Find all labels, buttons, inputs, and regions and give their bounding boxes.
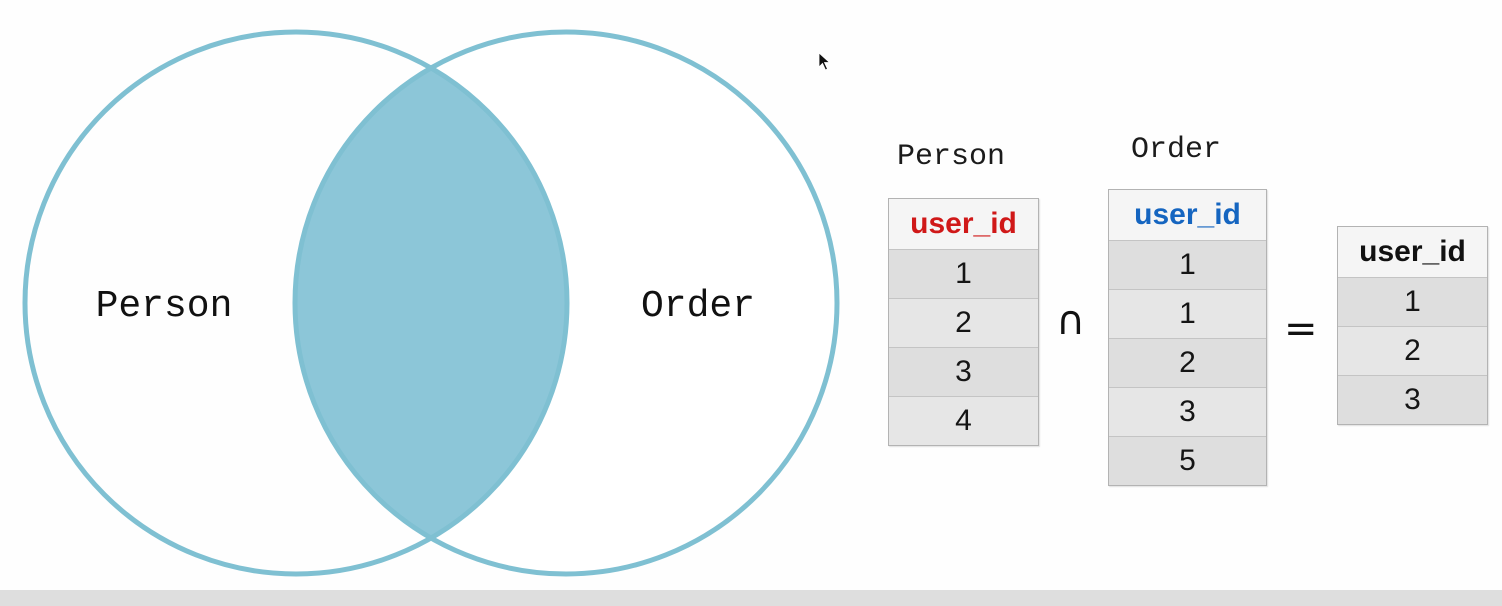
table-row: 3 <box>1109 387 1266 436</box>
mouse-pointer-icon <box>818 52 831 71</box>
person-table: user_id 1 2 3 4 <box>888 198 1039 446</box>
intersect-operator: ∩ <box>1056 298 1086 344</box>
equals-operator: = <box>1284 306 1318 352</box>
person-circle <box>22 29 570 577</box>
bottom-bar <box>0 590 1502 606</box>
table-row: 1 <box>1338 277 1487 326</box>
venn-diagram: Person Order <box>22 29 840 577</box>
table-row: 1 <box>1109 240 1266 289</box>
person-table-title: Person <box>897 140 1006 174</box>
table-row: 1 <box>889 249 1038 298</box>
person-table-header: user_id <box>889 199 1038 249</box>
order-table-title: Order <box>1131 133 1222 167</box>
table-row: 3 <box>1338 375 1487 424</box>
table-row: 3 <box>889 347 1038 396</box>
order-table-header: user_id <box>1109 190 1266 240</box>
table-row: 2 <box>889 298 1038 347</box>
result-table: user_id 1 2 3 <box>1337 226 1488 425</box>
order-circle <box>292 29 840 577</box>
table-row: 4 <box>889 396 1038 445</box>
result-table-header: user_id <box>1338 227 1487 277</box>
venn-label-order: Order <box>641 285 755 328</box>
corner-title-partial: / chose Join d <box>1174 0 1460 10</box>
table-row: 1 <box>1109 289 1266 338</box>
venn-label-person: Person <box>96 285 233 328</box>
table-row: 2 <box>1338 326 1487 375</box>
table-row: 2 <box>1109 338 1266 387</box>
order-table: user_id 1 1 2 3 5 <box>1108 189 1267 486</box>
table-row: 5 <box>1109 436 1266 485</box>
